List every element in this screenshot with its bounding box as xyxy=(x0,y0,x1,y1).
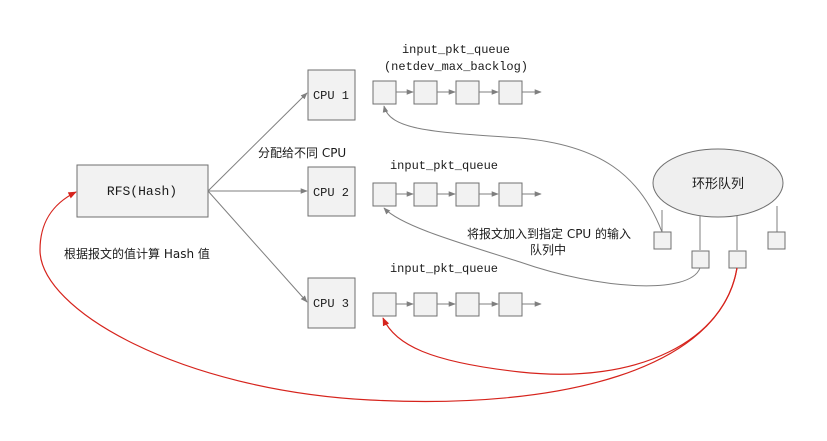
enqueue-label-line2: 队列中 xyxy=(530,242,566,257)
queue-cell xyxy=(455,182,480,207)
queue-cell xyxy=(455,80,480,105)
queue-cell xyxy=(372,182,397,207)
queue-cell xyxy=(455,292,480,317)
arrow-ring-to-rfs xyxy=(39,191,738,403)
arrow-ring-to-cpu1-queue xyxy=(382,105,663,233)
queue-cell xyxy=(413,182,438,207)
cpu-1-label: CPU 1 xyxy=(313,89,349,103)
cpu-3-queue-label: input_pkt_queue xyxy=(390,262,498,276)
rfs-hash-box: RFS(Hash) xyxy=(76,164,209,218)
queue-cell xyxy=(413,292,438,317)
ring-queue: 环形队列 xyxy=(652,148,784,218)
cpu-1-box: CPU 1 xyxy=(307,69,356,121)
queue-cell xyxy=(413,80,438,105)
cpu-2-queue-label: input_pkt_queue xyxy=(390,159,498,173)
cpu-2-queue xyxy=(372,182,542,207)
arrow-ring-to-cpu2-queue xyxy=(383,207,701,287)
arrow-ring-to-cpu3-queue xyxy=(382,267,738,375)
queue-cell xyxy=(372,292,397,317)
cpu-2-box: CPU 2 xyxy=(307,166,356,217)
cpu-1-queue xyxy=(372,80,542,105)
queue-cell xyxy=(498,292,523,317)
arrow-rfs-to-cpu1 xyxy=(207,92,308,192)
cpu-3-queue xyxy=(372,292,542,317)
ring-slot xyxy=(653,231,672,250)
queue-cell xyxy=(372,80,397,105)
ring-queue-label: 环形队列 xyxy=(692,177,744,192)
arrow-rfs-to-cpu3 xyxy=(207,190,308,303)
cpu-1-queue-sublabel: (netdev_max_backlog) xyxy=(384,60,528,74)
queue-cell xyxy=(498,182,523,207)
ring-slot xyxy=(691,250,710,269)
queue-cell xyxy=(498,80,523,105)
ring-slot xyxy=(767,231,786,250)
distribute-label: 分配给不同 CPU xyxy=(258,146,346,160)
ring-slot xyxy=(728,250,747,269)
cpu-2-label: CPU 2 xyxy=(313,186,349,200)
cpu-3-box: CPU 3 xyxy=(307,277,356,329)
rfs-hash-label: RFS(Hash) xyxy=(107,184,177,199)
cpu-3-label: CPU 3 xyxy=(313,297,349,311)
hash-calc-label: 根据报文的值计算 Hash 值 xyxy=(64,246,210,261)
cpu-1-queue-label: input_pkt_queue xyxy=(402,43,510,57)
enqueue-label-line1: 将报文加入到指定 CPU 的输入 xyxy=(467,226,631,241)
